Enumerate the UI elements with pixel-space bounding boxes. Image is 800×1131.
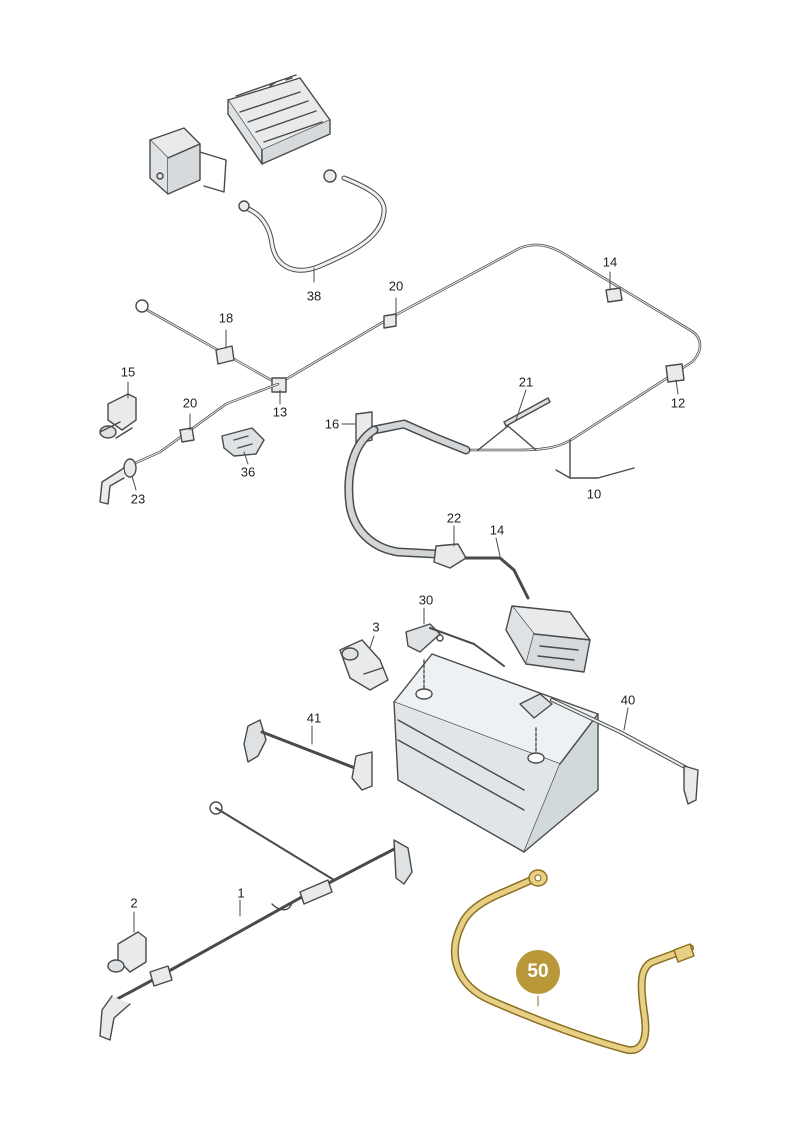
battery-part — [393, 653, 599, 853]
strip-21-part — [477, 397, 551, 451]
cable-duct-part — [344, 419, 530, 600]
cable-40-part — [519, 693, 699, 805]
label-14-top: 14 — [602, 254, 618, 270]
wiring-harness-main — [122, 243, 702, 470]
label-22: 22 — [446, 510, 462, 526]
module-part — [505, 605, 591, 673]
bracket-10-part — [555, 439, 635, 479]
mount-15-part — [99, 393, 137, 439]
label-15: 15 — [120, 364, 136, 380]
label-38: 38 — [306, 288, 322, 304]
highlighted-cable-50 — [450, 869, 695, 1055]
label-23: 23 — [130, 491, 146, 507]
strap-41-part — [243, 719, 373, 791]
label-12: 12 — [670, 395, 686, 411]
terminal-23-part — [99, 458, 137, 505]
label-21: 21 — [518, 374, 534, 390]
label-36: 36 — [240, 464, 256, 480]
mount-2-part — [107, 931, 147, 973]
battery-cable-38 — [238, 169, 387, 273]
label-20-left: 20 — [182, 395, 198, 411]
label-18: 18 — [218, 310, 234, 326]
label-16: 16 — [324, 416, 340, 432]
label-14-mid: 14 — [489, 522, 505, 538]
label-10: 10 — [586, 486, 602, 502]
harness-1-part — [99, 801, 413, 1041]
label-30: 30 — [418, 592, 434, 608]
label-1: 1 — [237, 885, 245, 901]
clamp-3-part — [339, 639, 389, 691]
control-unit-part — [227, 74, 331, 165]
label-40: 40 — [620, 692, 636, 708]
label-20-top: 20 — [388, 278, 404, 294]
highlighted-part-badge[interactable]: 50 — [516, 950, 560, 994]
relay-bracket-part — [149, 127, 227, 195]
label-2: 2 — [130, 895, 138, 911]
terminal-30-part — [405, 623, 505, 667]
label-13: 13 — [272, 404, 288, 420]
label-41: 41 — [306, 710, 322, 726]
label-3: 3 — [372, 619, 380, 635]
leader-lines — [127, 267, 679, 933]
clip-36-part — [221, 427, 265, 457]
